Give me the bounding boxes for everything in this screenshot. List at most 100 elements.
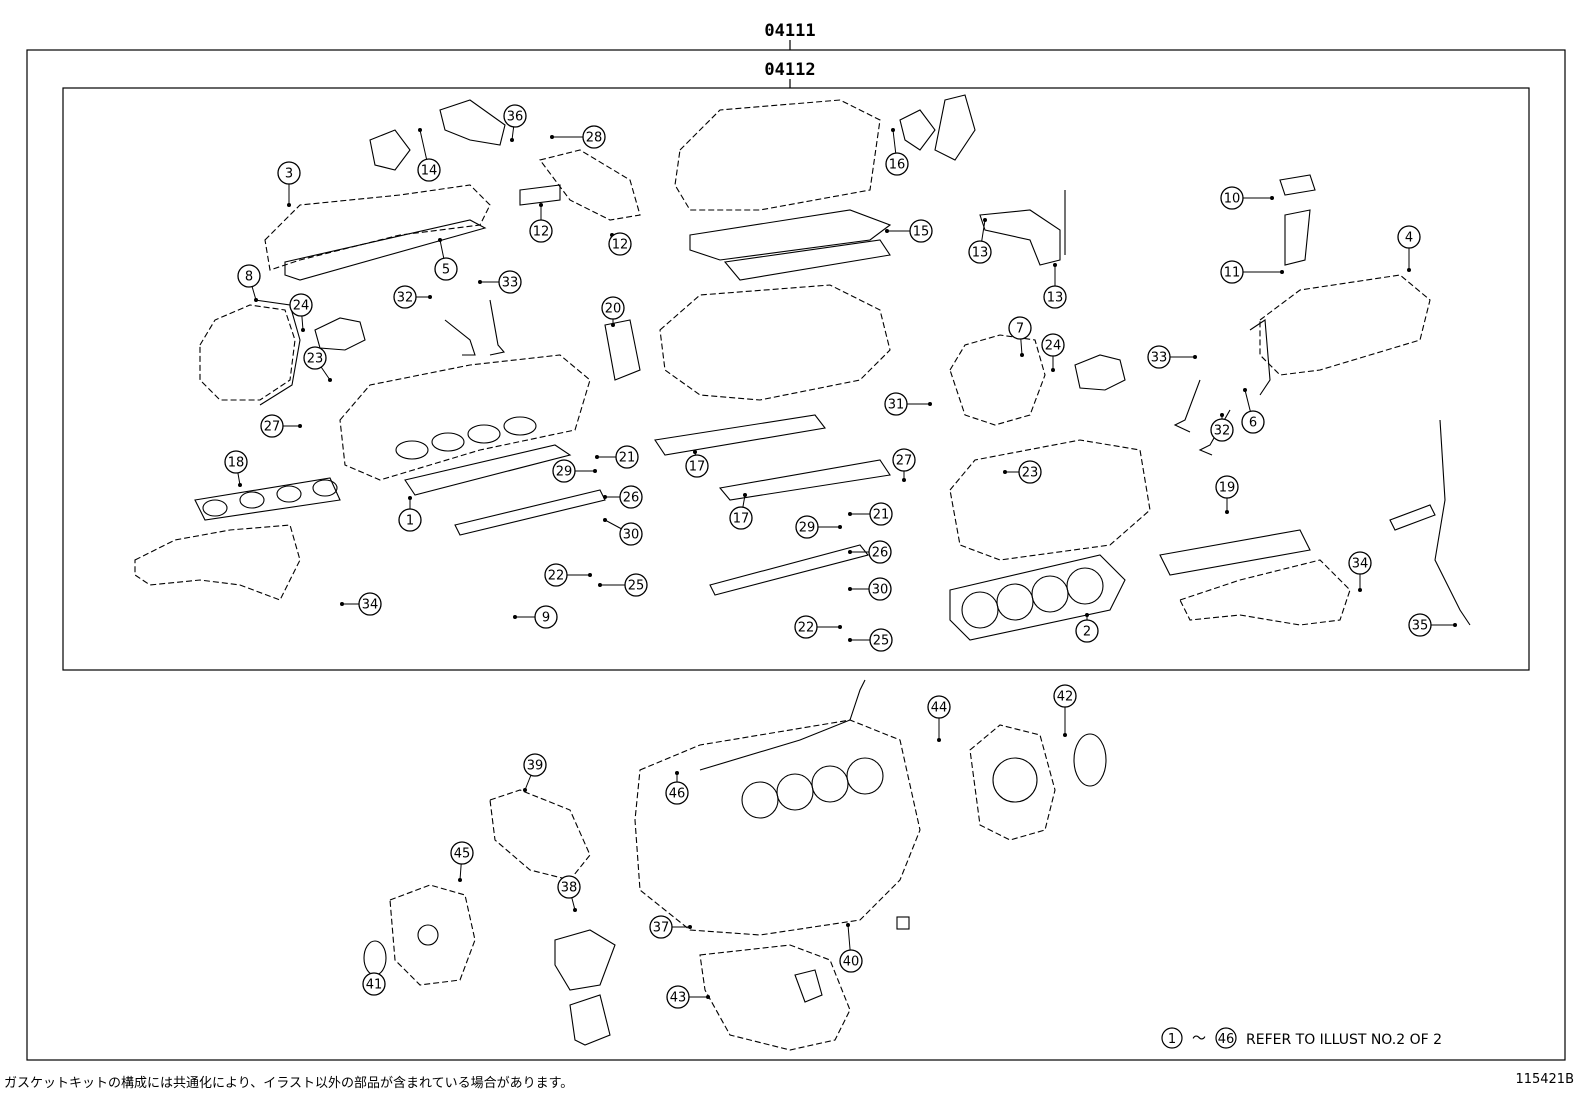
callout-33[interactable]: 33 (478, 270, 522, 294)
callout-23[interactable]: 23 (303, 346, 332, 382)
callout-3[interactable]: 3 (277, 161, 301, 207)
callout-32[interactable]: 32 (1210, 413, 1234, 442)
callout-27[interactable]: 27 (892, 448, 916, 482)
callout-23[interactable]: 23 (1003, 460, 1042, 484)
part-intake-gasket-17b (718, 459, 891, 501)
callout-4[interactable]: 4 (1397, 225, 1421, 272)
callout-circle (544, 563, 568, 587)
callout-26[interactable]: 26 (603, 485, 643, 509)
callout-26[interactable]: 26 (848, 540, 892, 564)
callout-35[interactable]: 35 (1408, 613, 1457, 637)
callout-6[interactable]: 6 (1241, 388, 1265, 434)
callout-44[interactable]: 44 (927, 695, 951, 742)
callout-10[interactable]: 10 (1220, 186, 1274, 210)
callout-circle (1018, 460, 1042, 484)
leader-dot (593, 469, 597, 473)
callout-circle (927, 695, 951, 719)
callout-number: 29 (799, 521, 816, 536)
callout-34[interactable]: 34 (1348, 551, 1372, 592)
callout-29[interactable]: 29 (552, 459, 597, 483)
callout-circle (582, 125, 606, 149)
callout-40[interactable]: 40 (839, 923, 863, 973)
figure-id: 115421B (1515, 1072, 1574, 1087)
callout-number: 30 (623, 528, 640, 543)
callout-circle (224, 450, 248, 474)
leader-dot (848, 587, 852, 591)
leader-dot (848, 638, 852, 642)
callout-circle (685, 454, 709, 478)
callout-17[interactable]: 17 (729, 493, 753, 530)
callout-17[interactable]: 17 (685, 450, 709, 478)
callout-16[interactable]: 16 (885, 128, 909, 176)
callout-30[interactable]: 30 (603, 518, 643, 546)
callout-21[interactable]: 21 (595, 445, 639, 469)
callout-circle (1210, 418, 1234, 442)
callout-29[interactable]: 29 (795, 515, 842, 539)
callout-number: 5 (442, 263, 450, 278)
part-intake-lower (659, 284, 891, 401)
callout-number: 43 (670, 991, 687, 1006)
callout-22[interactable]: 22 (794, 615, 842, 639)
callout-41[interactable]: 41 (362, 972, 386, 996)
callout-45[interactable]: 45 (450, 841, 474, 882)
callout-number: 1 (406, 514, 414, 529)
callout-42[interactable]: 42 (1053, 684, 1077, 737)
callout-12[interactable]: 12 (608, 232, 632, 256)
callout-11[interactable]: 11 (1220, 260, 1284, 284)
callout-43[interactable]: 43 (666, 985, 710, 1009)
part-head-cover-left (264, 184, 491, 271)
callout-2[interactable]: 2 (1075, 613, 1099, 643)
callout-12[interactable]: 12 (529, 203, 553, 243)
callout-number: 22 (548, 569, 565, 584)
callout-circle (868, 577, 892, 601)
callout-14[interactable]: 14 (417, 128, 441, 182)
callout-number: 20 (605, 302, 622, 317)
callout-28[interactable]: 28 (550, 125, 606, 149)
callout-circle (523, 753, 547, 777)
leader-dot (298, 424, 302, 428)
leader-dot (588, 573, 592, 577)
callout-34[interactable]: 34 (340, 592, 382, 616)
callout-24[interactable]: 24 (289, 293, 313, 332)
callout-9[interactable]: 9 (513, 605, 558, 629)
callout-36[interactable]: 36 (503, 104, 527, 142)
callout-31[interactable]: 31 (884, 392, 932, 416)
leader-dot (1085, 613, 1089, 617)
callout-25[interactable]: 25 (848, 628, 893, 652)
callout-5[interactable]: 5 (434, 238, 458, 281)
leader-dot (1193, 355, 1197, 359)
kit-label-04111[interactable]: 04111 (764, 21, 815, 41)
kit-label-04112[interactable]: 04112 (764, 60, 815, 80)
callout-8[interactable]: 8 (237, 264, 261, 302)
callout-21[interactable]: 21 (848, 502, 893, 526)
leader-dot (937, 738, 941, 742)
callout-20[interactable]: 20 (601, 296, 625, 327)
callout-25[interactable]: 25 (598, 573, 648, 597)
callout-39[interactable]: 39 (523, 753, 547, 792)
callout-27[interactable]: 27 (260, 414, 302, 438)
leader-dot (478, 280, 482, 284)
callout-13[interactable]: 13 (1043, 263, 1067, 309)
callout-30[interactable]: 30 (848, 577, 892, 601)
callout-33[interactable]: 33 (1147, 345, 1197, 369)
callout-circle (839, 949, 863, 973)
callout-1[interactable]: 1 (398, 496, 422, 532)
callout-15[interactable]: 15 (885, 219, 933, 243)
callout-46[interactable]: 46 (665, 771, 689, 805)
callout-13[interactable]: 13 (968, 218, 992, 264)
callout-circle (1397, 225, 1421, 249)
callout-37[interactable]: 37 (649, 915, 692, 939)
callout-22[interactable]: 22 (544, 563, 592, 587)
callout-32[interactable]: 32 (393, 285, 432, 309)
callout-24[interactable]: 24 (1041, 333, 1065, 372)
leader-dot (693, 450, 697, 454)
leader-dot (611, 323, 615, 327)
part-head-gasket-2 (949, 554, 1126, 641)
callout-7[interactable]: 7 (1008, 316, 1032, 357)
callout-38[interactable]: 38 (557, 875, 581, 912)
callout-19[interactable]: 19 (1215, 475, 1239, 514)
callout-18[interactable]: 18 (224, 450, 248, 487)
callout-circle (303, 346, 327, 370)
callout-number: 40 (843, 955, 860, 970)
part-oil-filter (569, 994, 611, 1046)
